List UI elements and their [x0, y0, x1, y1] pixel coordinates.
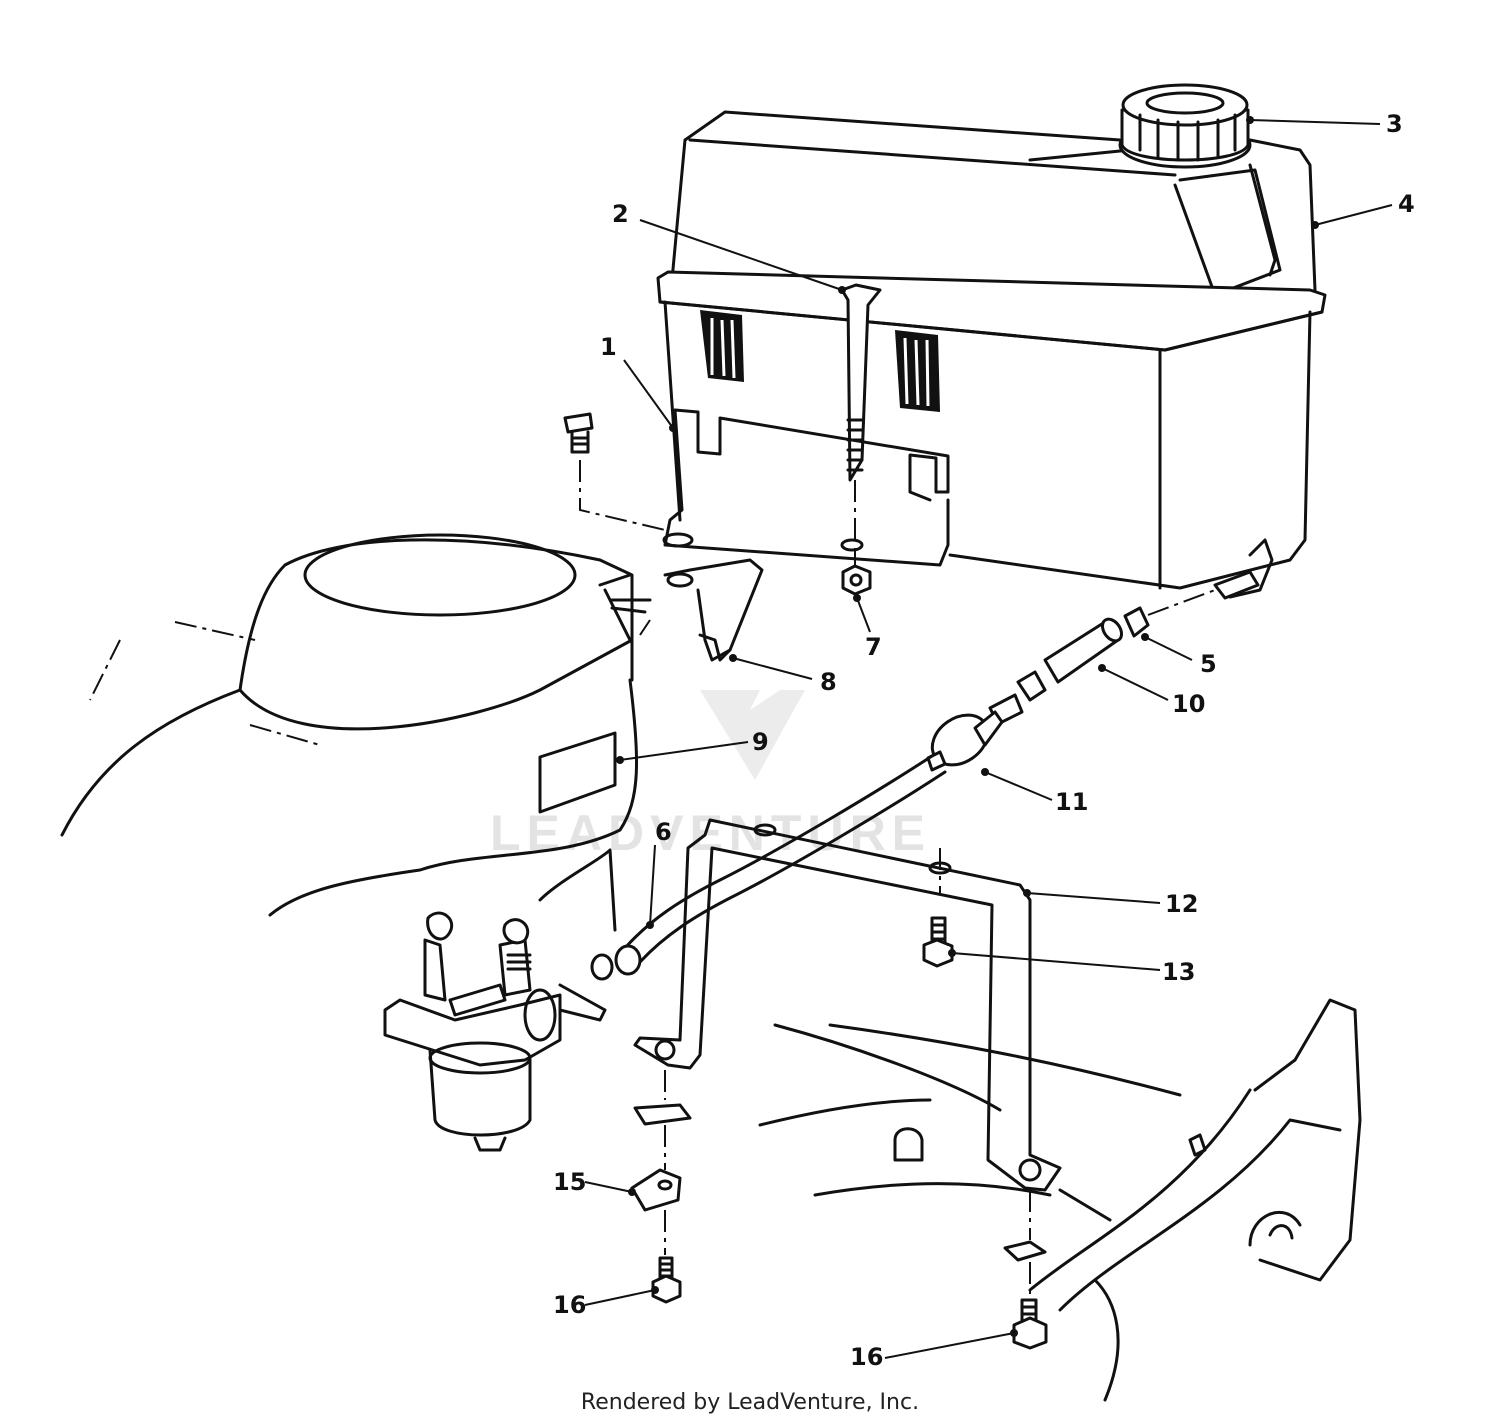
bracket-bolt: [563, 412, 666, 531]
svg-text:10: 10: [1172, 690, 1205, 718]
hardware-left: [630, 1070, 692, 1304]
fuel-cap: [1118, 83, 1252, 169]
callout-7: 7: [853, 594, 882, 661]
callout-4: 4: [1311, 190, 1415, 229]
callout-5: 5: [1141, 633, 1217, 678]
bolt-13: [922, 916, 954, 968]
watermark-logo: LEADVENTURE: [490, 690, 931, 861]
callout-13: 13: [948, 949, 1195, 986]
svg-text:3: 3: [1386, 110, 1403, 138]
callout-16-left: 16: [553, 1286, 659, 1319]
carburetor: [383, 911, 607, 1152]
svg-text:1: 1: [600, 333, 617, 361]
callout-8: 8: [729, 654, 837, 696]
svg-text:6: 6: [655, 818, 672, 846]
svg-text:5: 5: [1200, 650, 1217, 678]
chassis-frame: [758, 998, 1362, 1402]
svg-text:12: 12: [1165, 890, 1198, 918]
svg-text:7: 7: [865, 633, 882, 661]
fuel-hose-short: [988, 589, 1216, 726]
svg-text:9: 9: [752, 728, 769, 756]
nut-7: [841, 548, 872, 596]
hardware-right: [1003, 1190, 1048, 1350]
fuel-filter: [926, 710, 1004, 772]
credit-footer: Rendered by LeadVenture, Inc.: [580, 1390, 920, 1415]
svg-text:11: 11: [1055, 788, 1088, 816]
callouts: 1 2 3 4 5 6 7 8: [553, 110, 1415, 1371]
callout-2: 2: [612, 200, 846, 294]
decal: [538, 731, 617, 814]
tank-strap: [840, 283, 882, 540]
callout-11: 11: [981, 768, 1088, 816]
engine-bracket: [610, 558, 764, 662]
svg-text:4: 4: [1398, 190, 1415, 218]
watermark-text: LEADVENTURE: [490, 805, 931, 861]
callout-6: 6: [646, 818, 672, 929]
svg-text:2: 2: [612, 200, 629, 228]
svg-text:13: 13: [1162, 958, 1195, 986]
svg-text:16: 16: [850, 1343, 883, 1371]
callout-3: 3: [1246, 110, 1403, 138]
callout-9: 9: [616, 728, 769, 764]
svg-text:15: 15: [553, 1168, 586, 1196]
svg-text:8: 8: [820, 668, 837, 696]
callout-10: 10: [1098, 664, 1205, 718]
engine-shroud: [60, 533, 639, 932]
svg-text:16: 16: [553, 1291, 586, 1319]
callout-1: 1: [600, 333, 677, 432]
fuel-tank: [656, 110, 1327, 600]
tank-bracket: [662, 408, 950, 567]
callout-16-right: 16: [850, 1329, 1018, 1371]
callout-15: 15: [553, 1168, 636, 1196]
mount-bracket: [633, 818, 1062, 1192]
callout-12: 12: [1023, 889, 1198, 918]
fuel-line: [590, 754, 947, 981]
